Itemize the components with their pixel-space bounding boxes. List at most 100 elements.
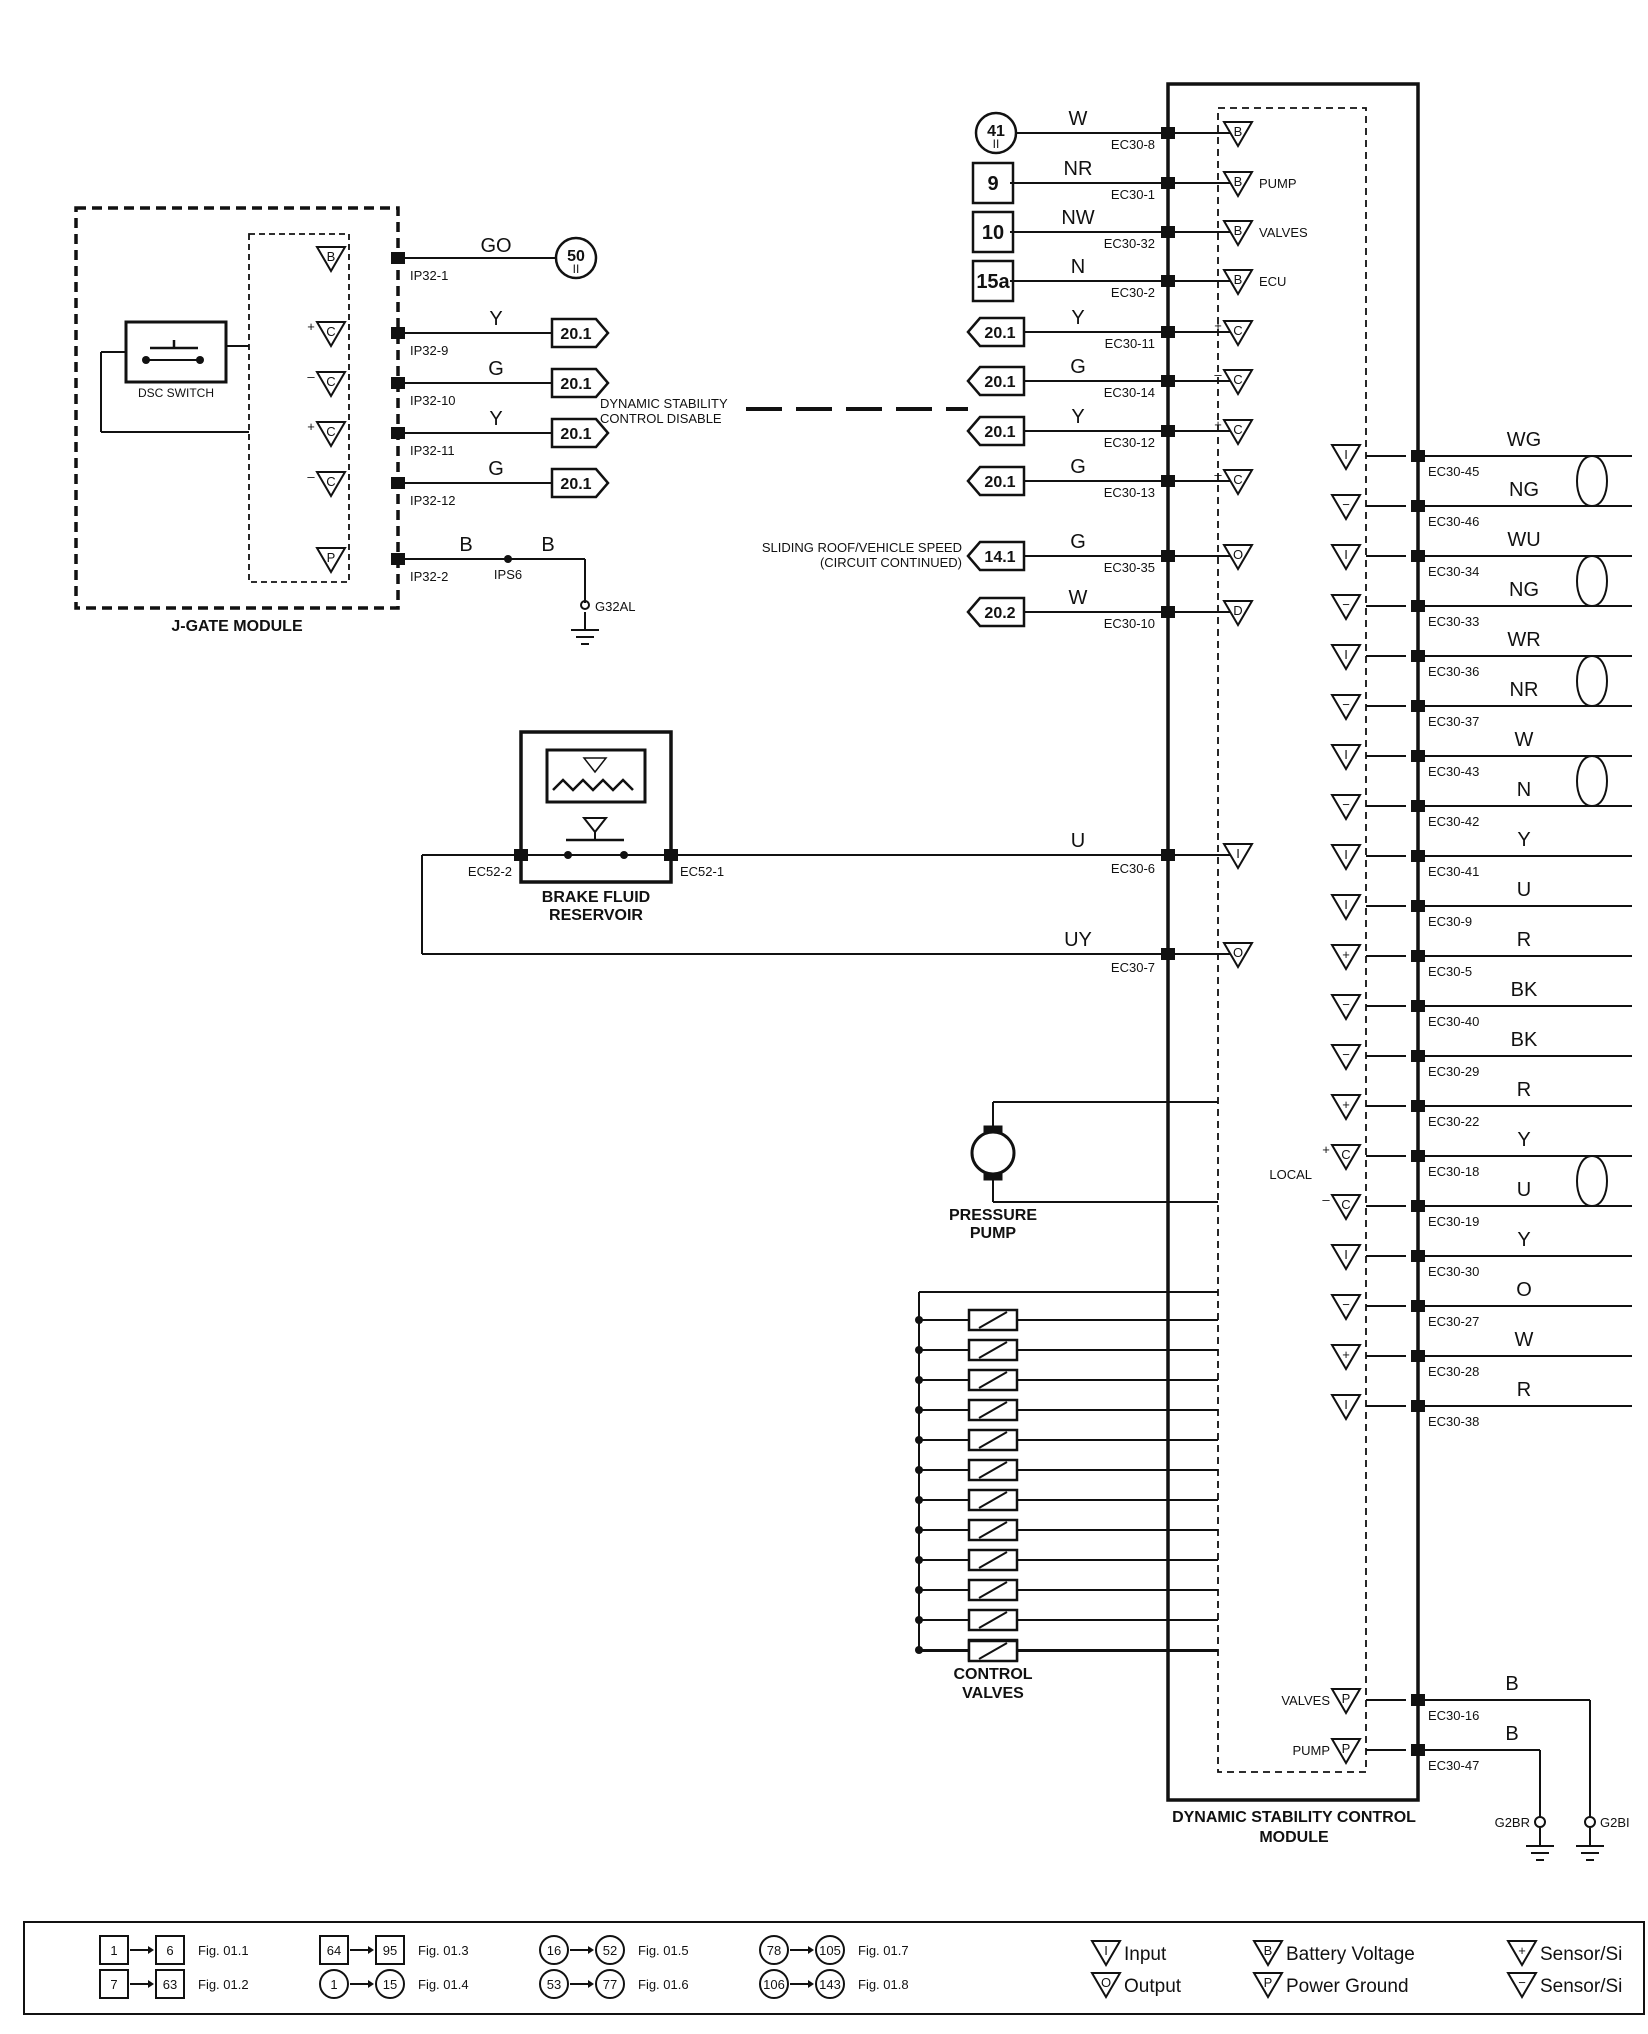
wire-color: R	[1517, 929, 1531, 951]
connector-label: EC30-7	[1111, 960, 1155, 975]
signal-symbol: C	[1233, 372, 1242, 387]
pin-note: VALVES	[1281, 1693, 1330, 1708]
connector-label: EC30-10	[1104, 616, 1155, 631]
splice-label: IPS6	[494, 567, 522, 582]
signal-symbol: P	[1342, 1741, 1351, 1756]
legend-ref-to: 52	[603, 1943, 617, 1958]
ref-arrow-icon	[966, 415, 1026, 447]
polarity-label: +	[307, 419, 315, 434]
connector-pin	[391, 477, 405, 489]
signal-symbol: O	[1233, 945, 1243, 960]
ref-arrow-icon	[550, 467, 610, 499]
legend-fig-label: Fig. 01.4	[418, 1977, 469, 1992]
twisted-pair-icon	[1576, 655, 1593, 707]
module-pin-icon	[1330, 1244, 1362, 1271]
valve-coil-slash	[978, 1311, 1008, 1329]
twisted-pair-icon	[1591, 655, 1608, 707]
connector-pin	[1161, 948, 1175, 960]
legend-fig-label: Fig. 01.8	[858, 1977, 909, 1992]
signal-symbol: C	[1233, 472, 1242, 487]
jgate-pin-icon	[315, 547, 347, 574]
legend-symbol-icon	[1252, 1940, 1284, 1967]
ref-arrow-icon	[966, 316, 1026, 348]
ref-label: 41	[987, 123, 1005, 140]
module-pin-icon	[1330, 744, 1362, 771]
wire-color: W	[1515, 1329, 1534, 1351]
valve-coil-slash	[978, 1461, 1008, 1479]
ground-label: G2BR	[1495, 1815, 1530, 1830]
connector-label: EC30-28	[1428, 1364, 1479, 1379]
dsc-inner-frame	[1217, 107, 1367, 1773]
legend-ref-to: 63	[163, 1977, 177, 1992]
wire-color: BK	[1511, 1029, 1538, 1051]
dsc-disable-label: CONTROL DISABLE	[600, 411, 722, 426]
wire-color: U	[1517, 1179, 1531, 1201]
legend-ref-to: 77	[603, 1977, 617, 1992]
legend-ref-to: 95	[383, 1943, 397, 1958]
connector-label: IP32-2	[410, 569, 448, 584]
module-pin-icon	[1330, 1344, 1362, 1371]
signal-symbol: −	[1342, 797, 1350, 812]
module-pin-icon	[1330, 694, 1362, 721]
connector-label: EC30-41	[1428, 864, 1479, 879]
switch-contact	[564, 851, 572, 859]
connector-label: EC30-13	[1104, 485, 1155, 500]
control-valves-title: CONTROL	[953, 1666, 1032, 1683]
legend-ref-box	[99, 1969, 129, 1999]
polarity-label: –	[307, 469, 315, 484]
legend-symbol-icon	[1252, 1972, 1284, 1999]
legend-ref-from: 64	[327, 1943, 341, 1958]
wire-color: U	[1071, 830, 1085, 852]
brake-reservoir-frame	[519, 730, 673, 884]
connector-label: IP32-10	[410, 393, 456, 408]
module-pin-icon	[1330, 1144, 1362, 1171]
module-pin-icon	[1330, 794, 1362, 821]
module-pin-icon	[1330, 644, 1362, 671]
module-pin-icon	[1222, 600, 1254, 627]
valve-coil-slash	[978, 1431, 1008, 1449]
legend-symbol-label: Power Ground	[1286, 1976, 1409, 1997]
legend-ref-from: 53	[547, 1977, 561, 1992]
signal-symbol: I	[1344, 447, 1348, 462]
ref-box	[971, 210, 1015, 254]
signal-symbol: C	[1233, 323, 1242, 338]
dsc-switch-label: DSC SWITCH	[138, 386, 214, 400]
ref-arrow-icon	[966, 596, 1026, 628]
local-label: LOCAL	[1269, 1167, 1312, 1182]
pressure-pump-title: PRESSURE	[949, 1207, 1037, 1224]
legend-ref-circle-icon	[595, 1935, 625, 1965]
ref-sub-label: II	[573, 262, 580, 276]
connector-label: EC30-33	[1428, 614, 1479, 629]
signal-symbol: B	[1234, 272, 1243, 287]
wire-color: O	[1516, 1279, 1532, 1301]
signal-symbol: C	[326, 374, 335, 389]
connector-label: EC30-37	[1428, 714, 1479, 729]
module-pin-icon	[1330, 494, 1362, 521]
signal-symbol: P	[327, 550, 336, 565]
module-pin-icon	[1330, 1094, 1362, 1121]
legend-fig-label: Fig. 01.3	[418, 1943, 469, 1958]
signal-symbol: I	[1344, 847, 1348, 862]
pin-note: PUMP	[1292, 1743, 1330, 1758]
legend-ref-from: 7	[110, 1977, 117, 1992]
wire-color: WG	[1507, 429, 1541, 451]
module-pin-icon	[1222, 942, 1254, 969]
splice-dot	[915, 1346, 923, 1354]
valve-coil-slash	[978, 1401, 1008, 1419]
valve-coil-slash	[978, 1611, 1008, 1629]
twisted-pair-icon	[1591, 555, 1608, 607]
connector-label: EC30-14	[1104, 385, 1155, 400]
legend-arrow-icon	[588, 1946, 594, 1954]
legend-ref-from: 106	[763, 1977, 785, 1992]
signal-symbol: C	[1341, 1197, 1350, 1212]
brake-reservoir-title: BRAKE FLUID	[542, 889, 650, 906]
connector-label: IP32-1	[410, 268, 448, 283]
signal-symbol: B	[327, 249, 336, 264]
valve-coil-slash	[978, 1521, 1008, 1539]
legend-ref-from: 1	[330, 1977, 337, 1992]
connector-label: EC30-36	[1428, 664, 1479, 679]
wire-color: R	[1517, 1379, 1531, 1401]
signal-symbol: I	[1344, 1397, 1348, 1412]
legend-ref-circle-icon	[759, 1969, 789, 1999]
connector-label: EC30-9	[1428, 914, 1472, 929]
